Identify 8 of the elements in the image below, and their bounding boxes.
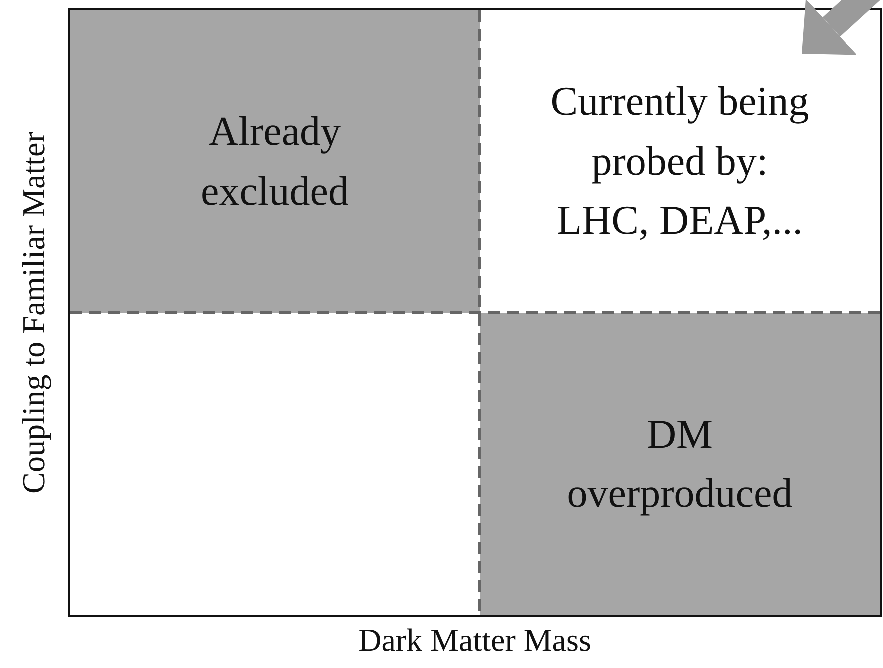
shaded-region xyxy=(480,313,880,615)
arrow xyxy=(802,0,883,56)
region-label: Already excluded xyxy=(200,107,350,216)
region-label: Currently being probed by: LHC, DEAP,... xyxy=(550,77,810,246)
axis-title: Coupling to Familiar Matter xyxy=(16,132,52,494)
region-label: DM overproduced xyxy=(566,410,794,518)
shaded-region xyxy=(70,10,480,313)
axis-title: Dark Matter Mass xyxy=(358,622,592,659)
